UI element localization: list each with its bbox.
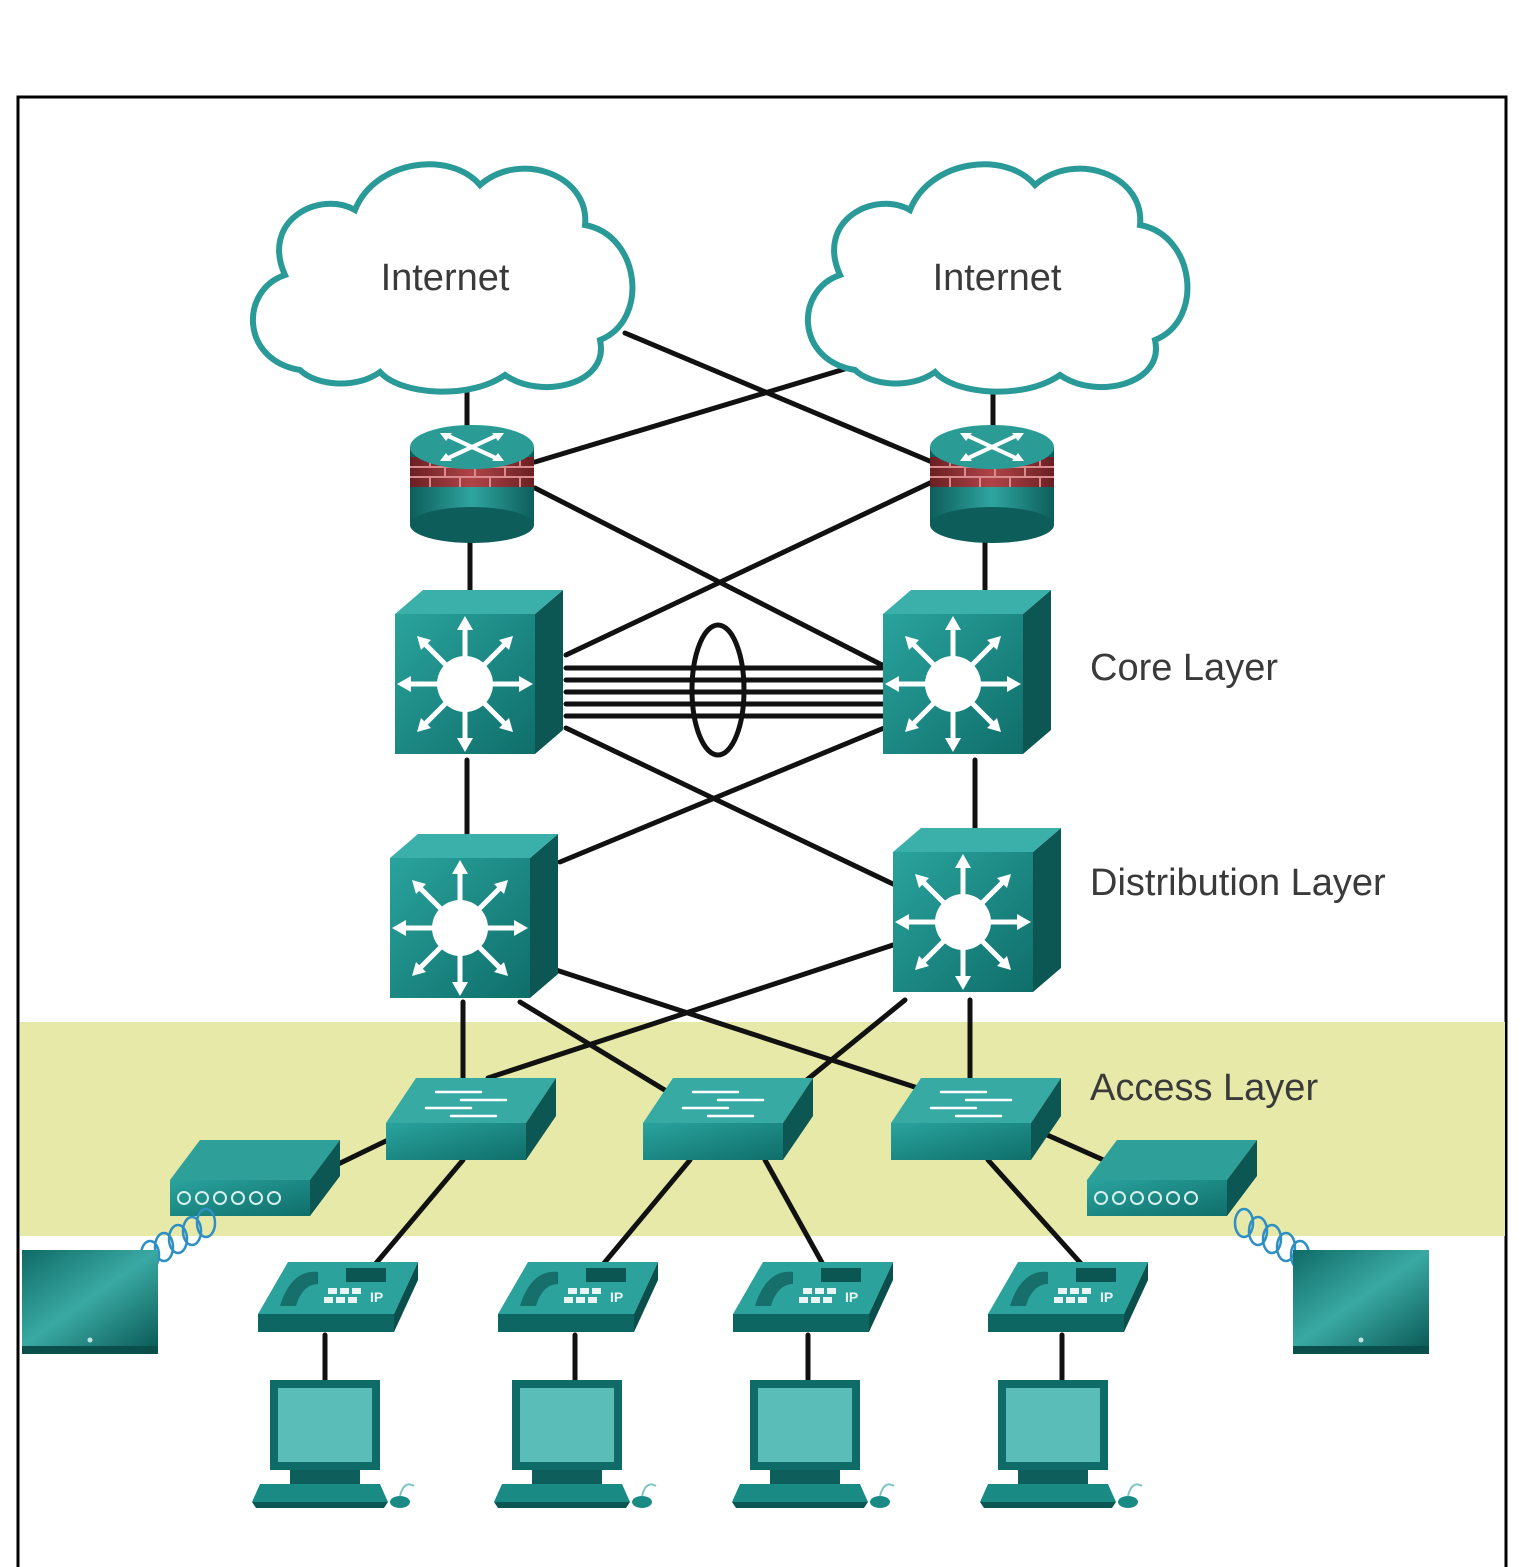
ip-phone-3[interactable] bbox=[733, 1262, 893, 1332]
link-dist1-access2 bbox=[517, 999, 671, 1095]
firewall-router-left[interactable] bbox=[408, 423, 536, 545]
link-router2-core1 bbox=[563, 479, 935, 658]
ip-phone-icon bbox=[258, 1262, 418, 1332]
link-dist2-access2 bbox=[789, 997, 908, 1095]
link-dist2-access1 bbox=[485, 942, 896, 1081]
wireless-laptop-right[interactable] bbox=[1293, 1250, 1429, 1354]
laptop-icon bbox=[1293, 1250, 1429, 1354]
firewall-router-right[interactable] bbox=[928, 423, 1056, 545]
link-core1-dist2 bbox=[563, 725, 896, 887]
link-access2-phone3 bbox=[762, 1157, 828, 1271]
cloud-icon bbox=[805, 161, 1191, 395]
link-access3-phone4 bbox=[985, 1157, 1088, 1271]
internet-cloud-left[interactable]: Internet bbox=[250, 161, 636, 395]
wireless-ap-right[interactable] bbox=[1086, 1139, 1258, 1217]
firewall-router-icon bbox=[928, 423, 1056, 545]
ip-phone-2[interactable] bbox=[498, 1262, 658, 1332]
access-switch-icon bbox=[641, 1076, 815, 1162]
core-switch-right[interactable] bbox=[883, 590, 1051, 754]
access-switch-3[interactable] bbox=[889, 1076, 1063, 1162]
distribution-layer-label: Distribution Layer bbox=[1090, 862, 1386, 904]
ip-phone-icon bbox=[988, 1262, 1148, 1332]
wireless-ap-left[interactable] bbox=[169, 1139, 341, 1217]
multilayer-switch-icon bbox=[893, 828, 1061, 992]
link-access3-ap2 bbox=[1042, 1131, 1111, 1165]
wireless-access-point-icon bbox=[169, 1139, 341, 1217]
distribution-switch-right[interactable] bbox=[893, 828, 1061, 992]
ip-phone-4[interactable] bbox=[988, 1262, 1148, 1332]
network-links bbox=[322, 330, 1111, 1385]
wireless-laptop-left[interactable] bbox=[22, 1250, 158, 1354]
etherchannel-bundle-ellipse bbox=[689, 622, 747, 758]
laptop-icon bbox=[22, 1250, 158, 1354]
cloud-label: Internet bbox=[933, 257, 1062, 299]
link-access2-phone2 bbox=[597, 1157, 693, 1271]
cloud-icon bbox=[250, 161, 636, 395]
cloud-label: Internet bbox=[381, 257, 510, 299]
access-layer-label: Access Layer bbox=[1090, 1067, 1318, 1109]
ip-phone-icon bbox=[498, 1262, 658, 1332]
ip-phone-icon bbox=[733, 1262, 893, 1332]
link-core2-dist1 bbox=[557, 725, 887, 865]
multilayer-switch-icon bbox=[395, 590, 563, 754]
access-switch-icon bbox=[384, 1076, 558, 1162]
multilayer-switch-icon bbox=[883, 590, 1051, 754]
link-cloud1-router2 bbox=[622, 330, 935, 465]
link-dist1-access3 bbox=[553, 967, 933, 1095]
access-switch-1[interactable] bbox=[384, 1076, 558, 1162]
link-cloud2-router1 bbox=[532, 359, 871, 465]
link-access1-phone1 bbox=[369, 1157, 466, 1271]
multilayer-switch-icon bbox=[390, 834, 558, 998]
distribution-switch-left[interactable] bbox=[390, 834, 558, 998]
access-switch-2[interactable] bbox=[641, 1076, 815, 1162]
ip-phone-1[interactable] bbox=[258, 1262, 418, 1332]
internet-cloud-right[interactable]: Internet bbox=[805, 161, 1191, 395]
core-layer-label: Core Layer bbox=[1090, 647, 1278, 689]
access-switch-icon bbox=[889, 1076, 1063, 1162]
link-router1-core2 bbox=[532, 485, 887, 669]
wireless-access-point-icon bbox=[1086, 1139, 1258, 1217]
core-switch-left[interactable] bbox=[395, 590, 563, 754]
firewall-router-icon bbox=[408, 423, 536, 545]
diagram-border bbox=[16, 95, 1508, 1567]
